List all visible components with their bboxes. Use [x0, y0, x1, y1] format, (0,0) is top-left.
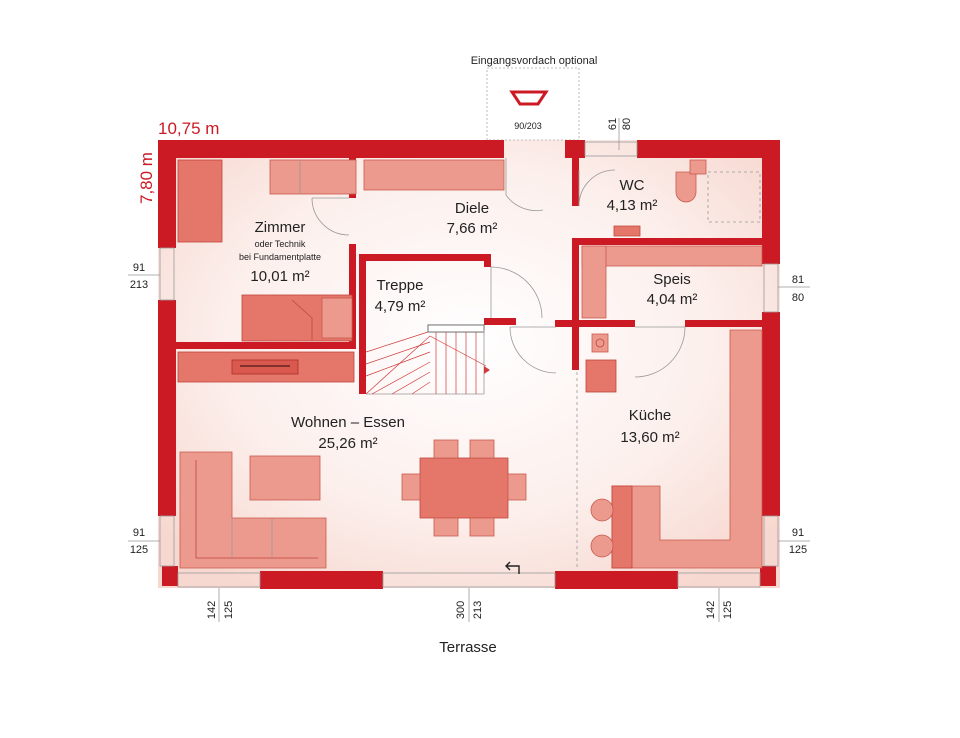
svg-text:91: 91	[792, 527, 804, 539]
room-zimmer-area: 10,01 m²	[250, 268, 309, 285]
dim-bottom-left: 142 125	[206, 588, 235, 622]
canopy-symbol	[509, 90, 549, 106]
dim-right-lower: 91 125	[778, 527, 810, 556]
room-treppe: Treppe 4,79 m²	[375, 277, 426, 315]
room-zimmer: Zimmer oder Technik bei Fundamentplatte …	[239, 219, 321, 285]
room-speis-area: 4,04 m²	[647, 291, 698, 308]
room-wohnen-essen: Wohnen – Essen 25,26 m²	[291, 414, 405, 452]
wc-fixtures	[613, 159, 761, 237]
svg-text:125: 125	[722, 601, 734, 619]
svg-text:61: 61	[607, 118, 619, 130]
doors	[311, 158, 686, 574]
entrance-arrow	[505, 561, 520, 574]
room-speis-name: Speis	[653, 271, 691, 288]
room-treppe-name: Treppe	[377, 277, 424, 294]
room-kueche-area: 13,60 m²	[620, 429, 679, 446]
canopy-label: Eingangsvordach optional	[471, 55, 598, 67]
exterior-walls	[158, 140, 780, 589]
svg-text:80: 80	[621, 118, 633, 130]
svg-text:81: 81	[792, 274, 804, 286]
room-wohnen-area: 25,26 m²	[318, 435, 377, 452]
room-diele-name: Diele	[455, 200, 489, 217]
room-wc-name: WC	[620, 177, 645, 194]
room-wc-area: 4,13 m²	[607, 197, 658, 214]
entrance-canopy: 90/203	[486, 67, 580, 141]
svg-text:142: 142	[206, 601, 218, 619]
canopy-size: 90/203	[514, 121, 542, 131]
room-wc: WC 4,13 m²	[607, 177, 658, 214]
dim-left-upper: 91 213	[128, 262, 160, 291]
zimmer-furniture	[177, 159, 505, 383]
room-zimmer-sub2: bei Fundamentplatte	[239, 252, 321, 262]
overall-width: 10,75 m	[158, 119, 219, 138]
room-speis: Speis 4,04 m²	[647, 271, 698, 308]
room-kueche-name: Küche	[629, 407, 672, 424]
dim-right-upper: 81 80	[778, 274, 810, 304]
svg-text:300: 300	[455, 601, 467, 619]
room-treppe-area: 4,79 m²	[375, 298, 426, 315]
room-diele: Diele 7,66 m²	[447, 200, 498, 237]
terrace-label: Terrasse	[439, 639, 497, 656]
svg-text:213: 213	[130, 279, 148, 291]
room-wohnen-name: Wohnen – Essen	[291, 414, 405, 431]
speis-shelves	[581, 245, 763, 319]
room-zimmer-name: Zimmer	[255, 219, 306, 236]
svg-text:80: 80	[792, 292, 804, 304]
svg-text:91: 91	[133, 527, 145, 539]
dim-left-lower: 91 125	[128, 527, 160, 556]
dim-bottom-center: 300 213	[455, 588, 484, 622]
room-diele-area: 7,66 m²	[447, 220, 498, 237]
room-zimmer-sub1: oder Technik	[255, 239, 306, 249]
windows	[159, 141, 779, 588]
staircase	[365, 324, 490, 395]
svg-text:213: 213	[472, 601, 484, 619]
svg-text:125: 125	[223, 601, 235, 619]
overall-depth: 7,80 m	[137, 152, 156, 204]
svg-text:125: 125	[789, 544, 807, 556]
dim-bottom-right: 142 125	[705, 588, 734, 622]
svg-text:142: 142	[705, 601, 717, 619]
svg-text:91: 91	[133, 262, 145, 274]
room-kueche: Küche 13,60 m²	[620, 407, 679, 446]
kueche-furniture	[585, 329, 763, 569]
wohnen-furniture	[179, 439, 527, 569]
dim-top-wc: 61 80	[607, 118, 633, 150]
svg-text:125: 125	[130, 544, 148, 556]
